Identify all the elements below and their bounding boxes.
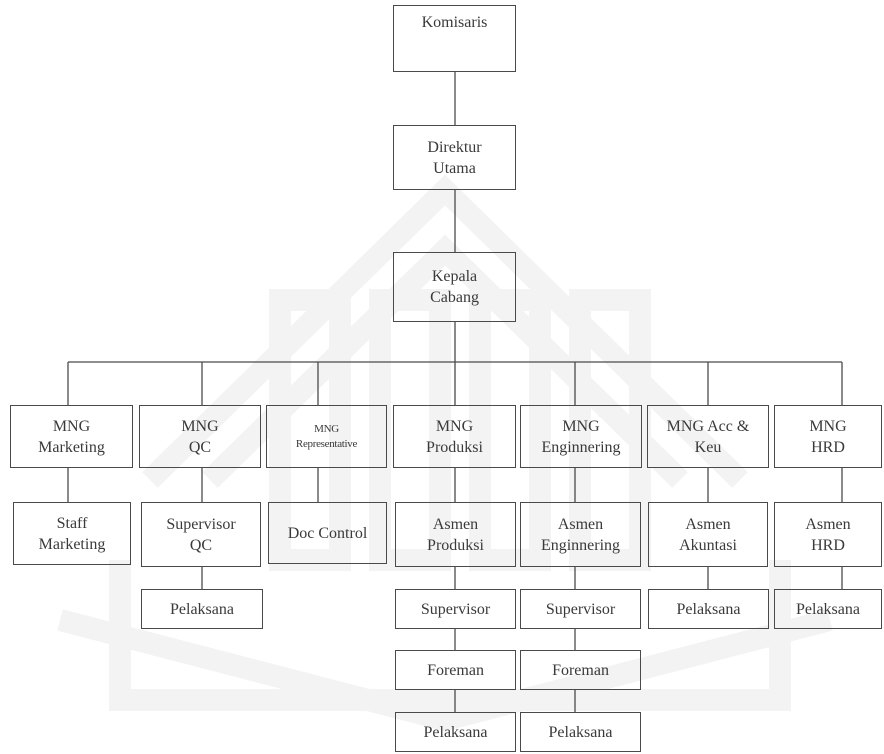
box-mng-qc: MNG QC bbox=[139, 405, 261, 468]
box-asmen-akuntasi: Asmen Akuntasi bbox=[648, 502, 768, 567]
mng-enginnering-label: MNG Enginnering bbox=[541, 417, 621, 456]
mng-produksi-label: MNG Produksi bbox=[426, 417, 483, 456]
doc-control-label: Doc Control bbox=[287, 524, 368, 542]
box-mng-produksi: MNG Produksi bbox=[393, 405, 516, 468]
pelaksana-hrd-label: Pelaksana bbox=[796, 600, 860, 618]
foreman-enginnering-label: Foreman bbox=[552, 661, 609, 679]
kepala-cabang-label: Kepala Cabang bbox=[430, 268, 479, 306]
mng-acc-keu-label: MNG Acc & Keu bbox=[666, 417, 750, 456]
asmen-produksi-label: Asmen Produksi bbox=[427, 515, 484, 554]
asmen-enginnering-label: Asmen Enginnering bbox=[540, 515, 621, 554]
asmen-akuntasi-label: Asmen Akuntasi bbox=[679, 515, 737, 554]
box-asmen-hrd: Asmen HRD bbox=[774, 502, 882, 567]
box-supervisor-qc: Supervisor QC bbox=[141, 502, 261, 567]
pelaksana-enginnering-label: Pelaksana bbox=[548, 723, 613, 741]
box-kepala-cabang: Kepala Cabang bbox=[393, 252, 516, 322]
mng-marketing-label: MNG Marketing bbox=[38, 417, 105, 456]
staff-marketing-label: Staff Marketing bbox=[38, 514, 106, 553]
box-staff-marketing: Staff Marketing bbox=[13, 502, 131, 565]
komisaris-label: Komisaris bbox=[421, 14, 488, 31]
mng-representative-label: MNG Representative bbox=[295, 422, 358, 450]
box-mng-representative: MNG Representative bbox=[266, 405, 387, 468]
supervisor-qc-label: Supervisor QC bbox=[166, 515, 236, 554]
box-pelaksana-hrd: Pelaksana bbox=[774, 589, 882, 629]
box-pelaksana-akuntasi: Pelaksana bbox=[648, 589, 769, 629]
pelaksana-produksi-label: Pelaksana bbox=[423, 723, 488, 741]
foreman-produksi-label: Foreman bbox=[427, 661, 484, 679]
direktur-utama-label: Direktur Utama bbox=[427, 138, 482, 177]
box-mng-hrd: MNG HRD bbox=[774, 405, 882, 468]
pelaksana-qc-label: Pelaksana bbox=[170, 600, 234, 618]
box-supervisor-produksi: Supervisor bbox=[395, 589, 516, 629]
box-mng-acc-keu: MNG Acc & Keu bbox=[647, 405, 769, 468]
box-pelaksana-produksi: Pelaksana bbox=[395, 712, 516, 752]
box-pelaksana-qc: Pelaksana bbox=[141, 589, 263, 629]
mng-qc-label: MNG QC bbox=[181, 417, 219, 456]
box-asmen-enginnering: Asmen Enginnering bbox=[520, 502, 641, 567]
box-direktur-utama: Direktur Utama bbox=[393, 125, 516, 190]
box-komisaris: Komisaris bbox=[393, 5, 516, 72]
box-mng-enginnering: MNG Enginnering bbox=[520, 405, 642, 468]
box-pelaksana-enginnering: Pelaksana bbox=[520, 712, 641, 752]
box-mng-marketing: MNG Marketing bbox=[10, 405, 133, 468]
box-supervisor-enginnering: Supervisor bbox=[520, 589, 641, 629]
box-foreman-produksi: Foreman bbox=[395, 650, 516, 690]
asmen-hrd-label: Asmen HRD bbox=[805, 515, 851, 554]
mng-hrd-label: MNG HRD bbox=[809, 417, 847, 456]
pelaksana-akuntasi-label: Pelaksana bbox=[676, 600, 741, 618]
supervisor-enginnering-label: Supervisor bbox=[545, 600, 616, 618]
box-asmen-produksi: Asmen Produksi bbox=[395, 502, 516, 567]
box-foreman-enginnering: Foreman bbox=[520, 650, 641, 690]
supervisor-produksi-label: Supervisor bbox=[420, 600, 491, 618]
box-doc-control: Doc Control bbox=[268, 502, 387, 564]
